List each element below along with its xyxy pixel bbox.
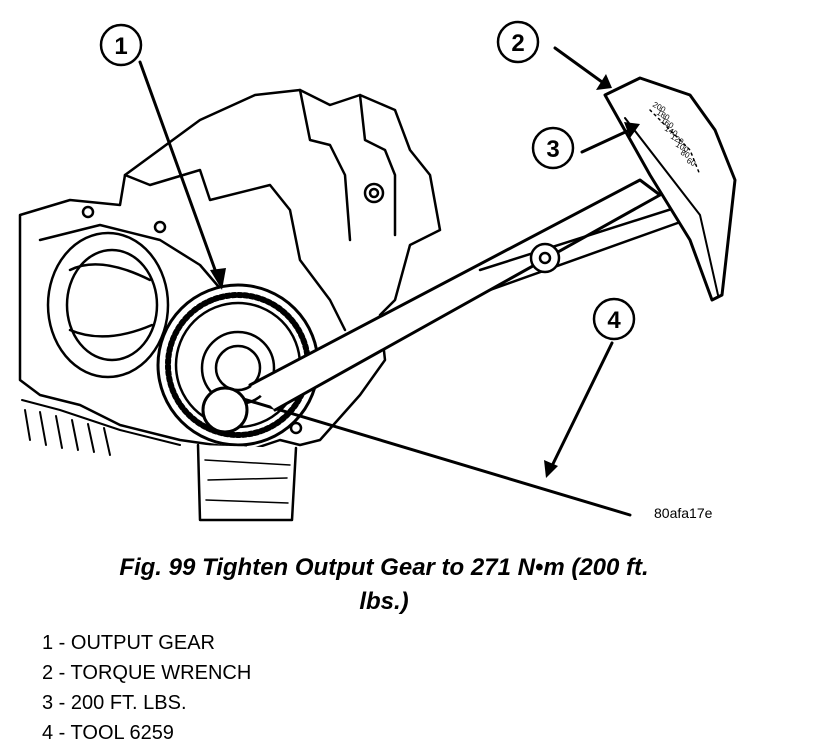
- callout-1: 1: [114, 33, 127, 60]
- legend-item: 2 - TORQUE WRENCH: [42, 662, 252, 684]
- legend-item: 4 - TOOL 6259: [42, 722, 174, 744]
- wood-block: [196, 443, 298, 522]
- callout-1-circle: [99, 23, 143, 67]
- callouts: [99, 20, 636, 341]
- callout-2-circle: [496, 20, 540, 64]
- callout-2: 2: [511, 30, 524, 57]
- figure-caption-line-2: lbs.): [359, 588, 409, 615]
- callout-4-circle: [592, 297, 636, 341]
- technical-illustration: 200 180 160 140 120 100 80 60 1 2 3 4 80…: [18, 20, 737, 522]
- leader-lines: [138, 46, 636, 472]
- housing-bore: [46, 231, 170, 379]
- callout-4: 4: [607, 307, 621, 334]
- figure-code: 80afa17e: [654, 505, 713, 521]
- legend-item: 1 - OUTPUT GEAR: [42, 632, 215, 654]
- tool-6259: [201, 178, 702, 517]
- legend-list: 1 - OUTPUT GEAR 2 - TORQUE WRENCH 3 - 20…: [42, 628, 251, 748]
- legend-item: 3 - 200 FT. LBS.: [42, 692, 187, 714]
- torque-wrench: [603, 76, 737, 302]
- figure-caption-line-1: Fig. 99 Tighten Output Gear to 271 N•m (…: [119, 554, 649, 581]
- callout-3-circle: [531, 126, 575, 170]
- leader-arrowheads: [210, 74, 640, 478]
- callout-3: 3: [546, 136, 559, 163]
